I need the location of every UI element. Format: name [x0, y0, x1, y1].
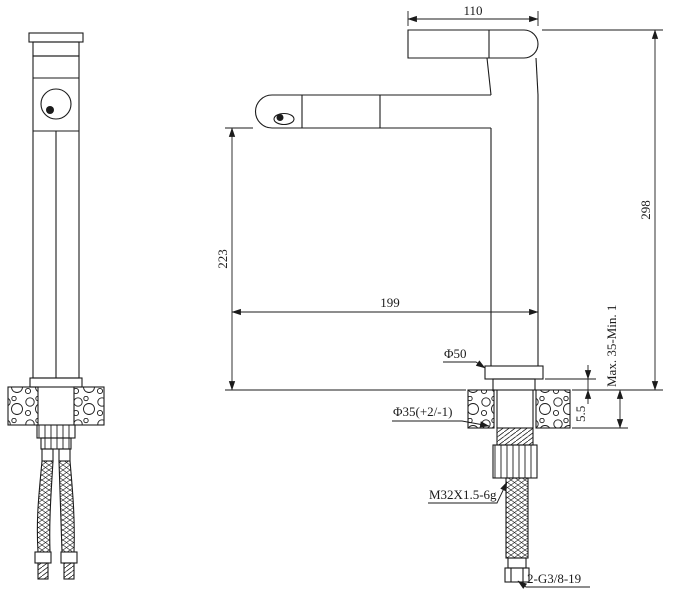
side-view-spout [254, 94, 491, 129]
side-view-hose [504, 477, 530, 583]
side-view-shank-thread [492, 427, 538, 479]
front-view-base-flange [29, 377, 83, 388]
dim-outlet-height: 223 [215, 127, 466, 391]
side-view-handle [407, 29, 539, 59]
dim-spout-reach-label: 199 [380, 295, 400, 310]
front-view-body [32, 55, 80, 379]
dim-base-diameter-label: Φ50 [444, 346, 467, 361]
dim-hole-diameter: Φ35(+2/-1) [392, 404, 490, 428]
dim-hose-connector: 2-G3/8-19 [517, 571, 590, 589]
dim-gasket-height-label: 5.5 [573, 406, 588, 422]
dim-handle-length-label: 110 [463, 3, 482, 18]
side-view-body [490, 95, 539, 366]
side-spout-aerator [273, 112, 295, 126]
dim-spout-reach: 199 [231, 295, 539, 316]
side-view-countertop [467, 389, 571, 429]
dim-mount-range: Max. 35-Min. 1 [572, 305, 628, 429]
front-spout-outlet [40, 88, 72, 120]
dim-shank-thread: M32X1.5-6g [428, 481, 508, 504]
dim-overall-height: 298 [542, 29, 663, 391]
dim-mount-range-label: Max. 35-Min. 1 [604, 305, 619, 387]
side-view [254, 29, 571, 583]
dim-hole-diameter-label: Φ35(+2/-1) [393, 404, 452, 419]
dim-overall-height-label: 298 [638, 200, 653, 220]
dim-shank-thread-label: M32X1.5-6g [429, 487, 497, 502]
dim-gasket-height: 5.5 [545, 365, 596, 422]
dim-base-diameter: Φ50 [443, 346, 486, 369]
front-view-handle [28, 32, 84, 57]
dim-handle-length: 110 [407, 3, 539, 26]
front-view-hoses [34, 460, 78, 580]
side-view-neck [486, 57, 539, 96]
dim-hose-connector-label: 2-G3/8-19 [527, 571, 581, 586]
dimension-lines: 110 298 223 199 Φ50 5.5 [215, 3, 663, 589]
front-view-countertop [7, 386, 105, 426]
dim-outlet-height-label: 223 [215, 249, 230, 269]
side-view-base-flange [484, 365, 544, 391]
front-view-mounting-hardware [36, 424, 76, 462]
front-view [7, 32, 105, 580]
